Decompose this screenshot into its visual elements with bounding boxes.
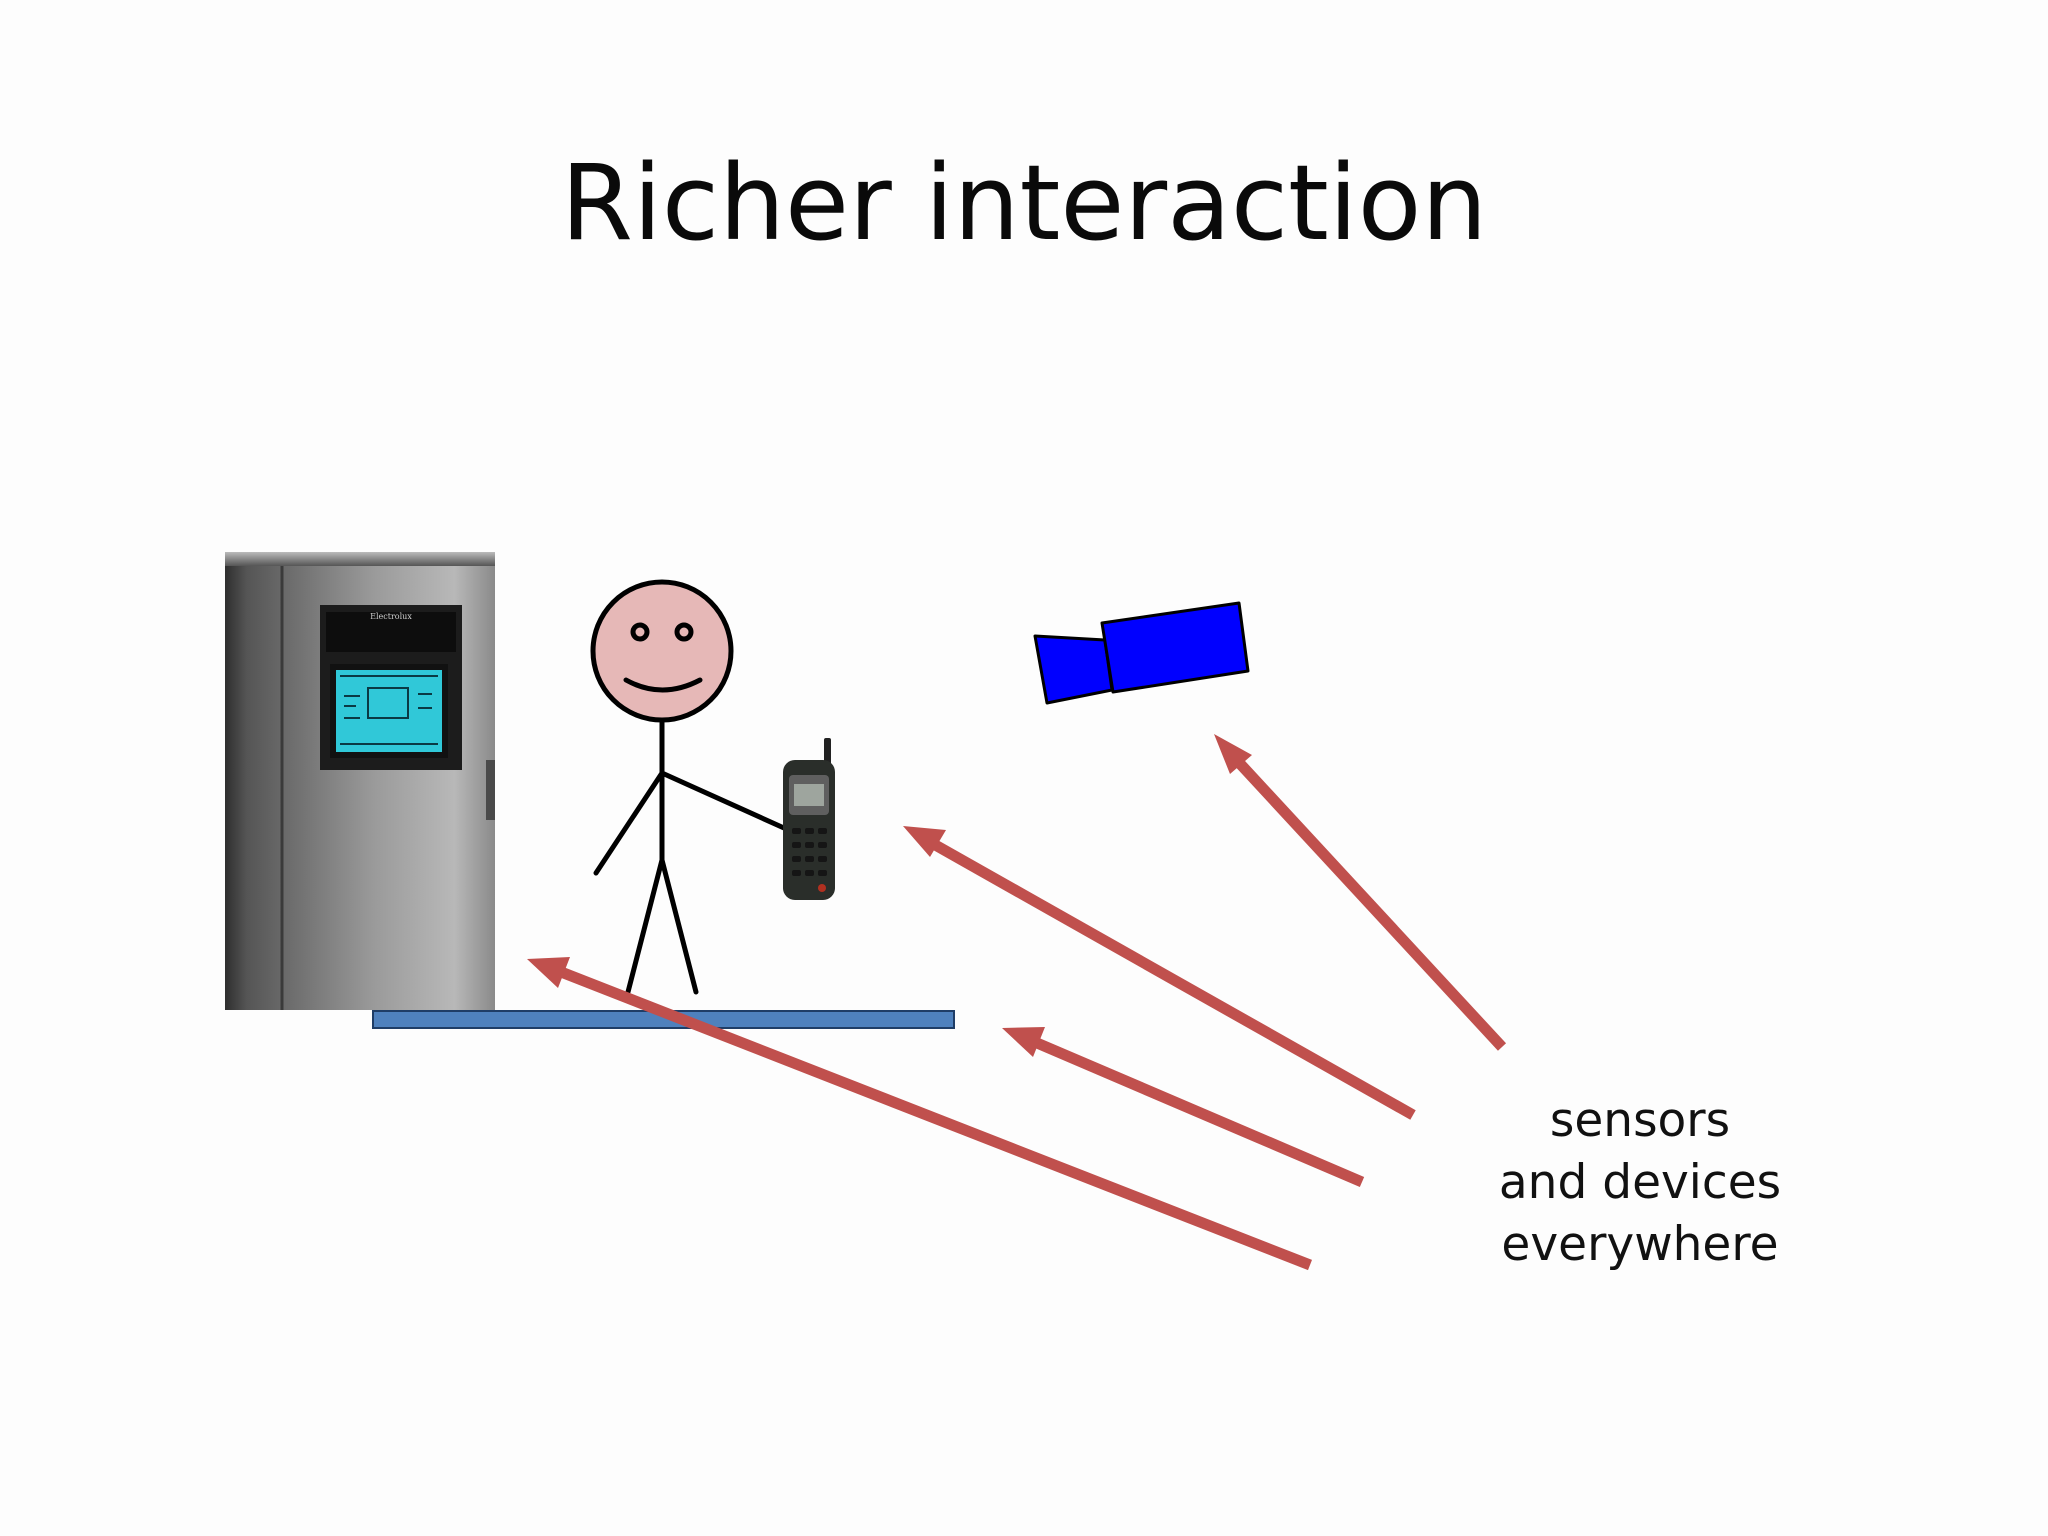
refrigerator-icon: Electrolux — [225, 552, 495, 1010]
caption-line: everywhere — [1501, 1217, 1779, 1272]
caption: sensors and devices everywhere — [1440, 1090, 1840, 1276]
mobile-phone-icon — [783, 738, 835, 900]
fridge-screen — [336, 670, 442, 752]
video-camera-icon — [1033, 601, 1250, 705]
arrow-icon — [1002, 1027, 1365, 1188]
arrow-group — [527, 734, 1507, 1271]
brand-label: Electrolux — [370, 612, 412, 621]
slide-title: Richer interaction — [560, 142, 1488, 264]
arrow-icon — [903, 826, 1416, 1120]
caption-line: sensors — [1549, 1093, 1731, 1148]
caption-line: and devices — [1498, 1155, 1782, 1210]
stick-figure-icon — [590, 579, 787, 995]
arrow-icon — [527, 957, 1313, 1271]
arrow-icon — [1214, 734, 1507, 1051]
